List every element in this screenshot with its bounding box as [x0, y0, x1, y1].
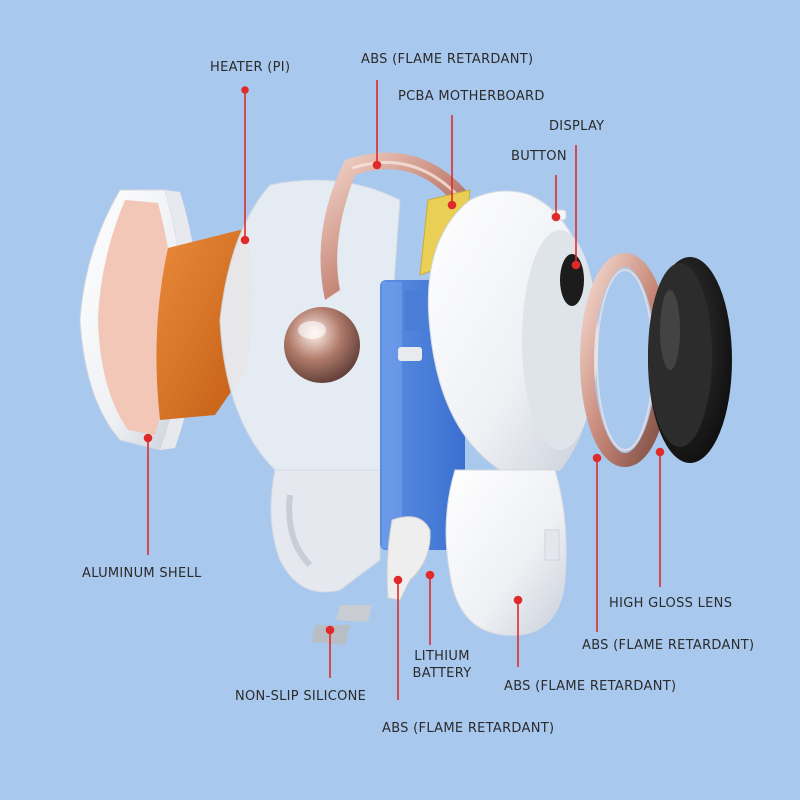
front-housing-part [427, 190, 598, 471]
label-lithium-battery: LITHIUM BATTERY [402, 648, 482, 682]
label-abs-top: ABS (FLAME RETARDANT) [361, 52, 534, 67]
chrome-knob-part [284, 307, 360, 383]
label-lithium-battery-line1: LITHIUM [414, 649, 470, 664]
label-display: DISPLAY [549, 119, 605, 134]
label-abs-ring: ABS (FLAME RETARDANT) [582, 638, 755, 653]
label-heater: HEATER (PI) [210, 60, 291, 75]
label-pcba: PCBA MOTHERBOARD [398, 89, 545, 104]
label-aluminum-shell: ALUMINUM SHELL [82, 566, 202, 581]
label-high-gloss-lens: HIGH GLOSS LENS [609, 596, 733, 611]
non-slip-silicone-part [312, 605, 372, 645]
label-lithium-battery-line2: BATTERY [412, 666, 472, 681]
label-abs-bottom: ABS (FLAME RETARDANT) [382, 721, 555, 736]
label-button: BUTTON [511, 149, 567, 164]
leader-lines [143, 80, 665, 700]
label-abs-body: ABS (FLAME RETARDANT) [504, 679, 677, 694]
front-body-part [445, 469, 567, 636]
label-non-slip-silicone: NON-SLIP SILICONE [235, 689, 367, 704]
high-gloss-lens-part [648, 257, 732, 463]
